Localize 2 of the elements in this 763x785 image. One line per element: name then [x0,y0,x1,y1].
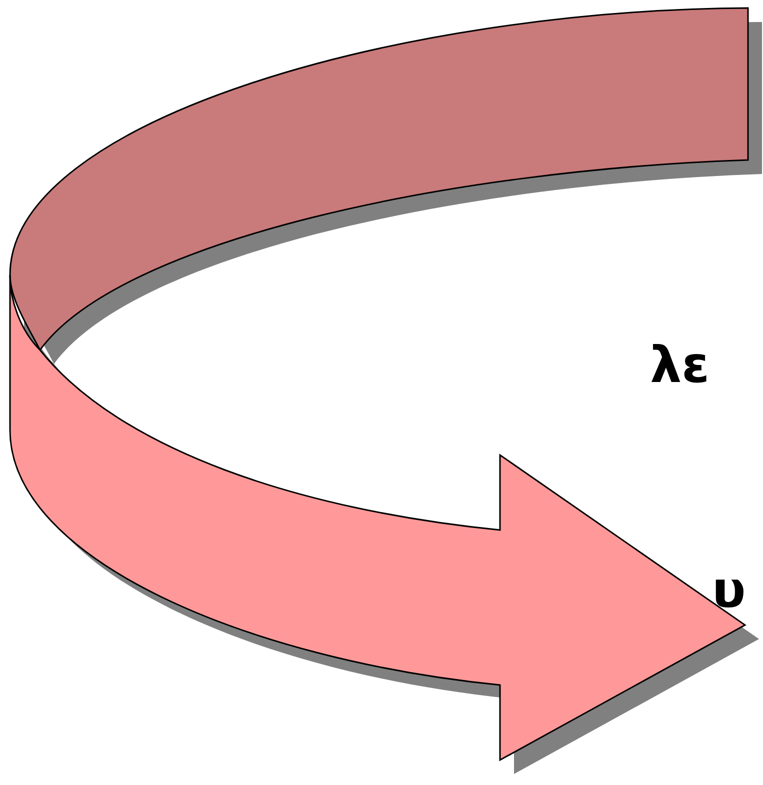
label-text: λε [650,340,710,390]
label-text: υ [712,565,746,615]
